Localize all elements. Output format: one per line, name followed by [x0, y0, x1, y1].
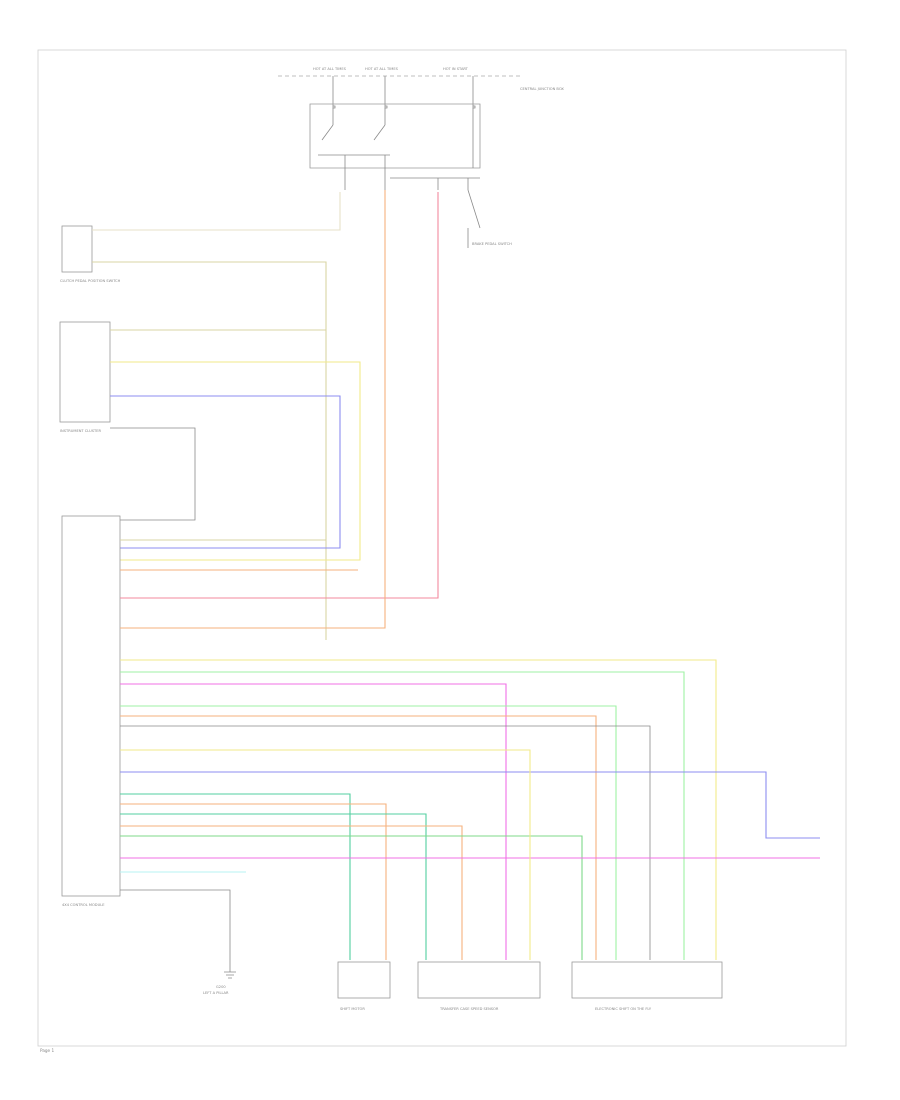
ground-symbol — [224, 971, 236, 979]
shift-motor-box — [337, 961, 391, 999]
top-fuse-label-2: HOT AT ALL TIMES — [365, 67, 399, 71]
wire-module-blue-2 — [120, 771, 820, 839]
wire-clutch-tan — [92, 192, 341, 231]
wire-module-gray-2 — [120, 725, 651, 960]
diagram-frame — [37, 49, 847, 1047]
wire-module-yellow-3 — [120, 749, 531, 960]
wire-cluster-blue — [110, 395, 341, 549]
wire-module-yellow-2 — [120, 659, 717, 960]
wire-module-magenta — [120, 683, 507, 960]
control-module-box — [61, 515, 121, 897]
relay-box — [309, 103, 481, 190]
ground-label: G200 — [216, 985, 226, 989]
top-fuse-label-1: HOT AT ALL TIMES — [313, 67, 347, 71]
brake-switch-label: BRAKE PEDAL SWITCH — [472, 242, 512, 246]
wire-module-red — [120, 192, 439, 599]
wire-module-orange-3 — [120, 715, 597, 960]
instrument-cluster-box — [59, 321, 111, 423]
control-module-label: 4X4 CONTROL MODULE — [62, 903, 105, 907]
clutch-switch-box — [61, 225, 93, 273]
esof-box — [571, 961, 723, 999]
wire-module-orange-5 — [120, 825, 463, 960]
top-fuse-label-3: HOT IN START — [443, 67, 469, 71]
wire-module-teal — [120, 793, 351, 960]
wire-module-green-2 — [120, 705, 617, 960]
page-label: Page 1 — [40, 1048, 54, 1053]
esof-label: ELECTRONIC SHIFT ON THE FLY — [595, 1007, 652, 1011]
fuse-drops — [332, 76, 476, 109]
fuse-box-note: CENTRAL JUNCTION BOX — [520, 87, 564, 91]
speed-sensor-box — [417, 961, 541, 999]
ground-location: LEFT A PILLAR — [203, 991, 229, 995]
wire-module-teal-2 — [120, 813, 427, 960]
wire-module-green-3 — [120, 835, 583, 960]
wire-module-green — [120, 671, 685, 960]
shift-motor-label: SHIFT MOTOR — [340, 1007, 365, 1011]
wire-cluster-gray — [110, 427, 196, 521]
wire-module-orange-2 — [120, 190, 386, 629]
wire-module-orange-4 — [120, 803, 387, 960]
speed-sensor-label: TRANSFER CASE SPEED SENSOR — [439, 1007, 499, 1011]
brake-switch — [467, 189, 481, 248]
wire-clutch-tan-2 — [92, 261, 327, 640]
wire-cluster-yellow — [110, 361, 361, 561]
instrument-cluster-label: INSTRUMENT CLUSTER — [60, 429, 101, 433]
clutch-switch-label: CLUTCH PEDAL POSITION SWITCH — [60, 279, 121, 283]
ground-wire — [120, 889, 231, 972]
